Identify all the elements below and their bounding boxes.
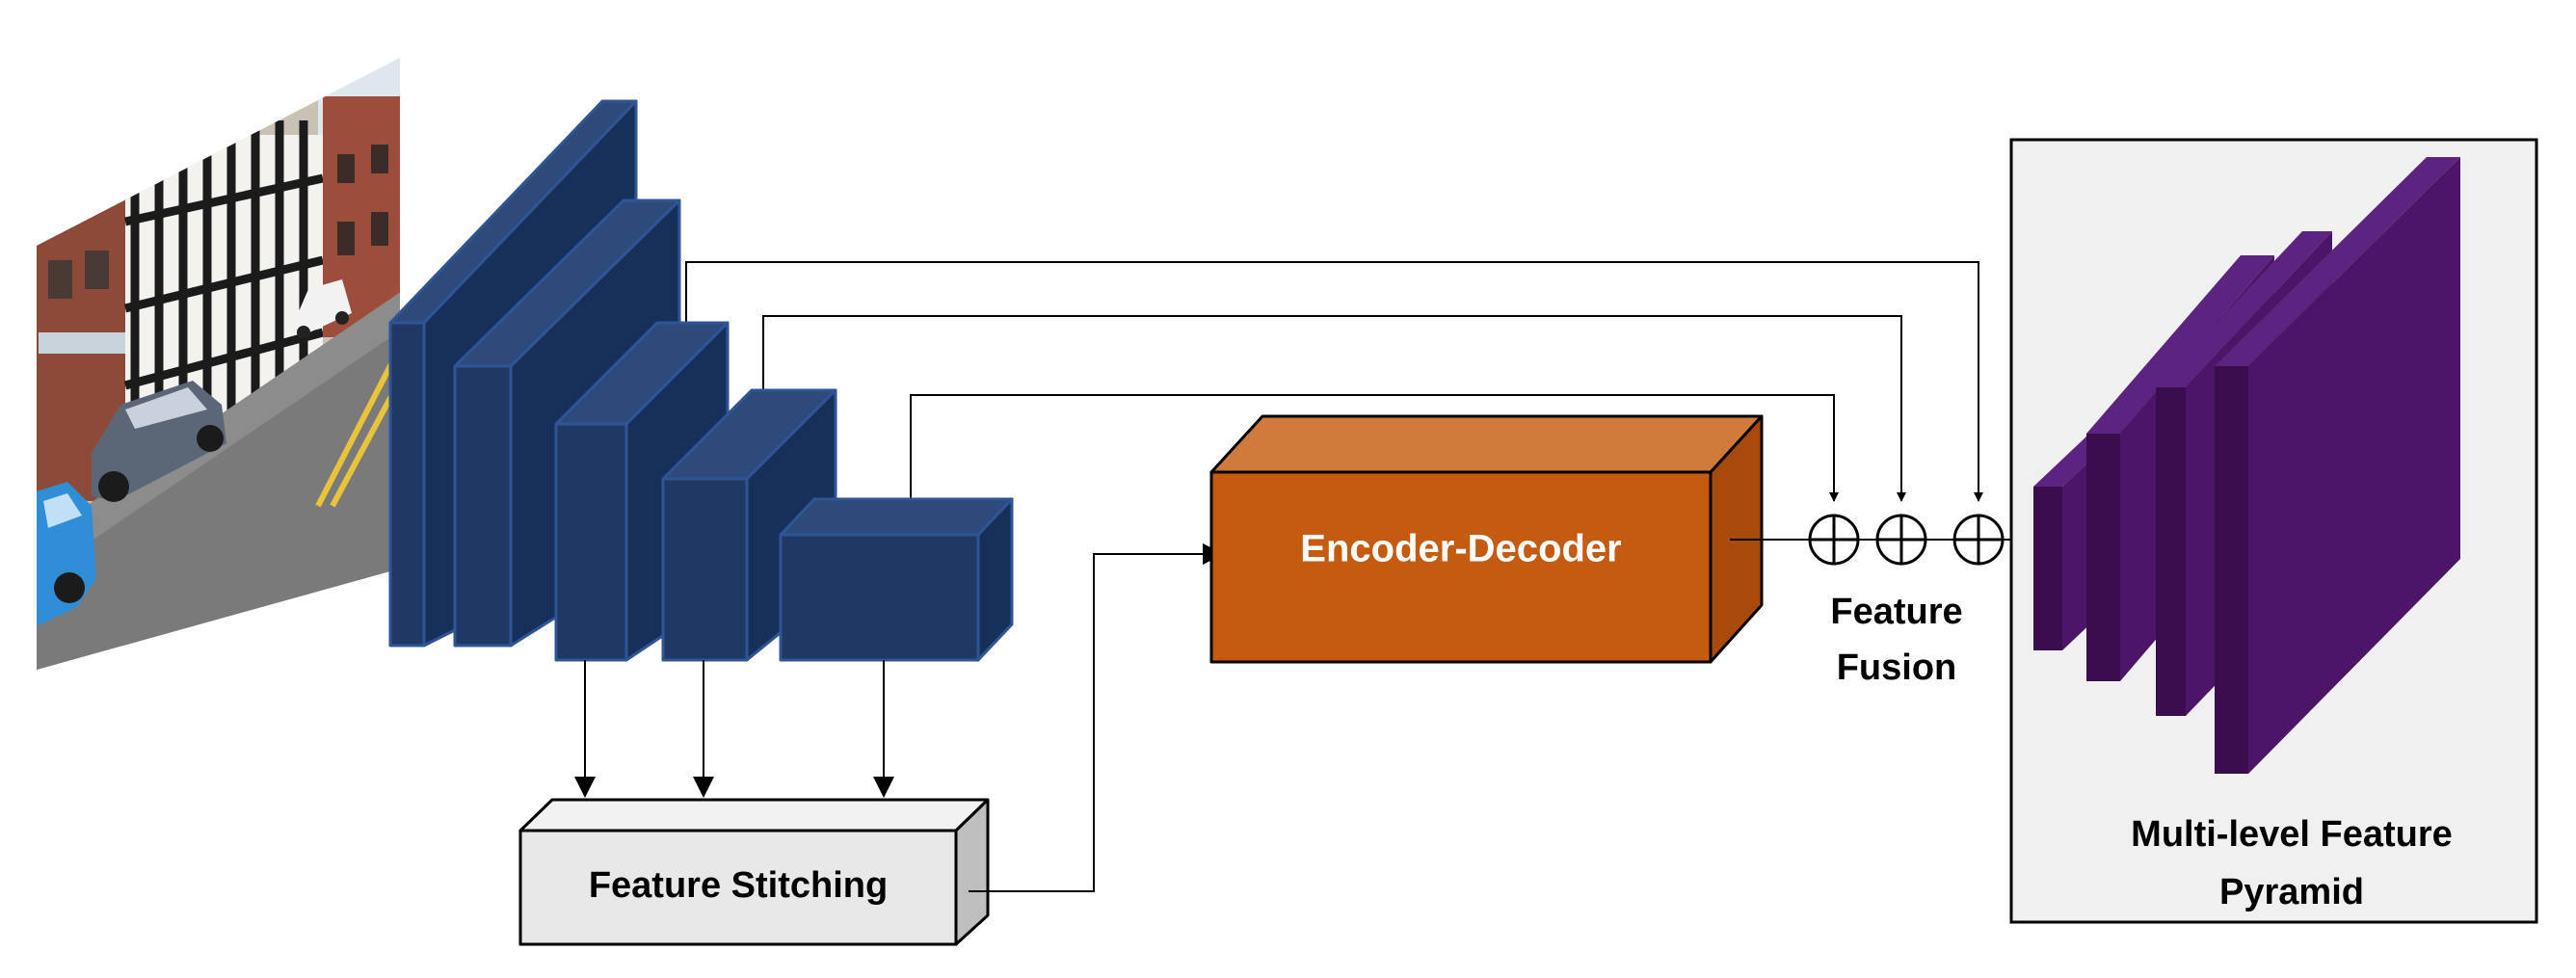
car-white — [294, 279, 352, 339]
pyramid-layer-4 — [2215, 157, 2460, 774]
circled-plus-icon — [1875, 514, 1927, 566]
feature-stitching-box — [518, 798, 990, 946]
circled-plus-icon — [1952, 514, 2005, 566]
car-grey — [92, 381, 226, 502]
car-blue — [37, 482, 96, 626]
pyramid-label-line2: Pyramid — [2219, 872, 2364, 912]
fusion-operators — [1808, 514, 2005, 566]
encoder-decoder-label: Encoder-Decoder — [1300, 528, 1621, 570]
backbone-blocks — [388, 99, 1014, 662]
circled-plus-icon — [1808, 514, 1860, 566]
skip-connection-1 — [685, 261, 1983, 502]
feature-fusion-label-line2: Fusion — [1837, 648, 1957, 688]
skip-connections — [685, 261, 1983, 503]
stitching-inputs — [574, 660, 894, 798]
pyramid-label-line1: Multi-level Feature — [2131, 814, 2453, 855]
pyramid-layers — [2033, 157, 2460, 774]
input-image — [37, 58, 400, 670]
skip-connection-3 — [910, 394, 1839, 503]
feature-fusion-label-line1: Feature — [1830, 592, 1962, 632]
backbone-block-5 — [779, 497, 1014, 662]
feature-stitching-label: Feature Stitching — [589, 865, 888, 906]
skip-connection-2 — [762, 315, 1906, 502]
stitching-to-encoder-arrow — [969, 543, 1224, 892]
